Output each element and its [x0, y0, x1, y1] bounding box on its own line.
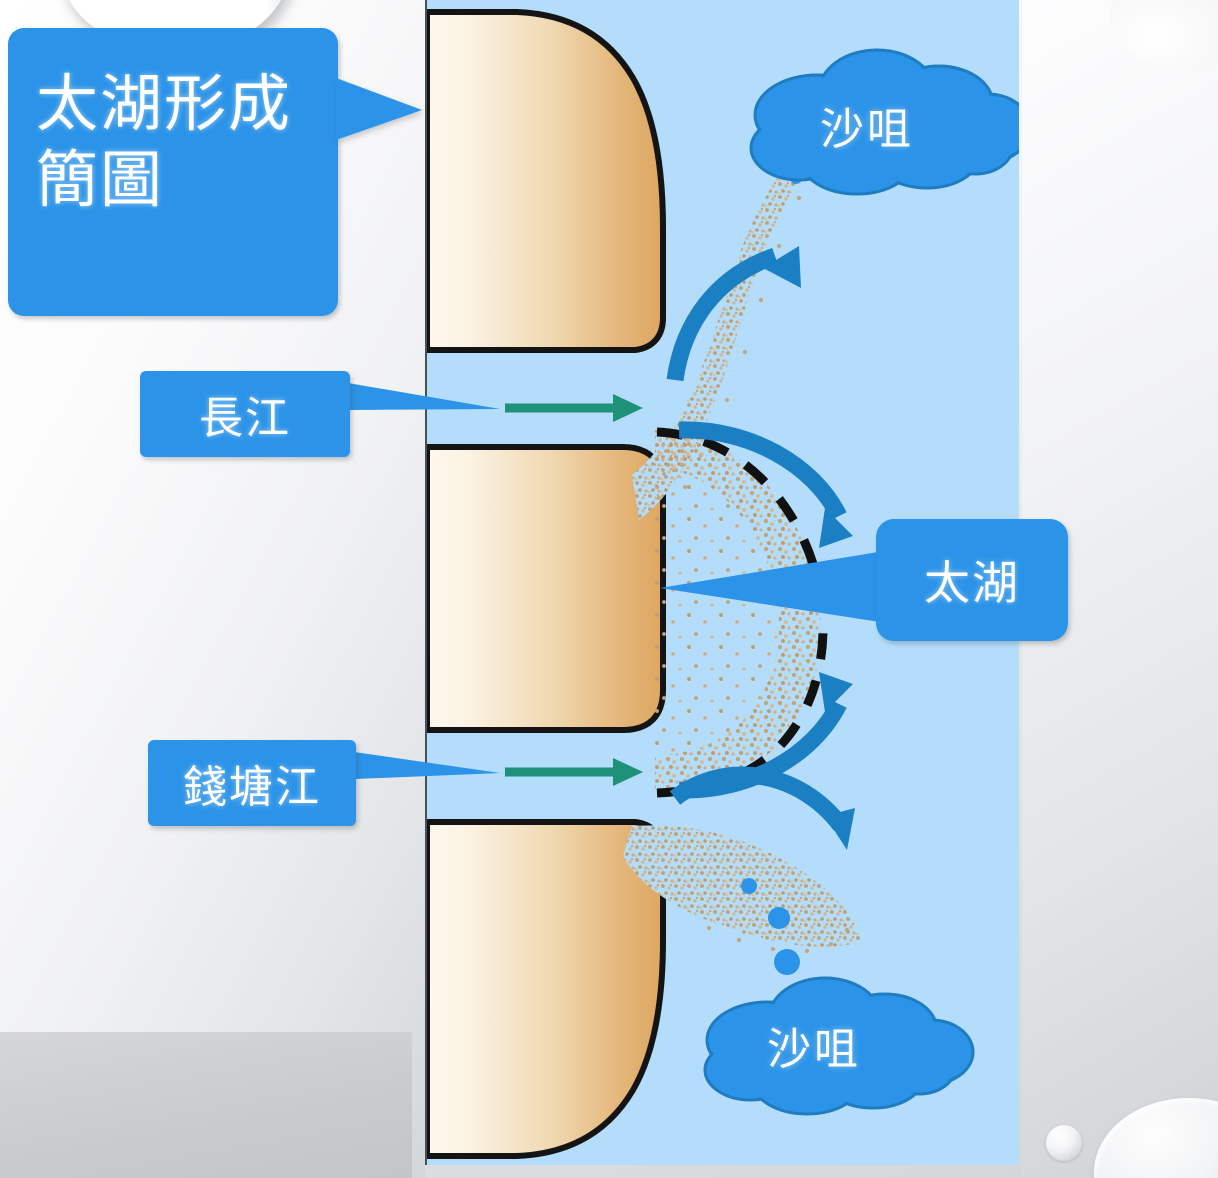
- qiantangjiang-river-arrow: [505, 758, 643, 786]
- south-spit-fringe-grains: [707, 926, 850, 954]
- north-inner-current-arrowhead: [819, 508, 853, 548]
- north-outer-current-arrowhead: [763, 246, 801, 288]
- changjiang-river-arrow: [505, 394, 643, 422]
- decorative-bubble-small-icon: [1046, 1125, 1082, 1161]
- page-title: 太湖形成 簡圖: [36, 67, 293, 216]
- title-callout-tail: [336, 78, 422, 140]
- title-callout: 太湖形成 簡圖: [8, 28, 338, 316]
- island-dot: [768, 907, 790, 929]
- island-dot: [774, 949, 800, 975]
- south-outer-current-arrowhead: [825, 808, 855, 850]
- changjiang-label-callout: 長江: [140, 371, 350, 457]
- sand-spit-bottom-label: 沙咀: [767, 1024, 861, 1075]
- taihu-label: 太湖: [924, 556, 1020, 610]
- south-outer-current-arrow: [669, 766, 848, 832]
- northern-landmass: [427, 9, 666, 353]
- north-inner-current-arrow: [678, 421, 847, 521]
- central-landmass: [427, 444, 666, 733]
- taihu-label-callout: 太湖: [876, 519, 1068, 641]
- qiantangjiang-label-callout: 錢塘江: [148, 740, 356, 826]
- background-gray-block: [0, 1032, 412, 1178]
- north-outer-current-arrow: [666, 247, 778, 382]
- sand-spit-cloud-bottom-fill: [707, 980, 971, 1112]
- sand-spit-cloud-top-fill: [753, 52, 1019, 192]
- changjiang-label: 長江: [199, 393, 291, 444]
- south-inner-current-arrowhead: [819, 672, 853, 712]
- sand-spit-top-label: 沙咀: [820, 104, 914, 155]
- island-dot: [741, 878, 757, 894]
- qiantangjiang-label: 錢塘江: [183, 762, 321, 813]
